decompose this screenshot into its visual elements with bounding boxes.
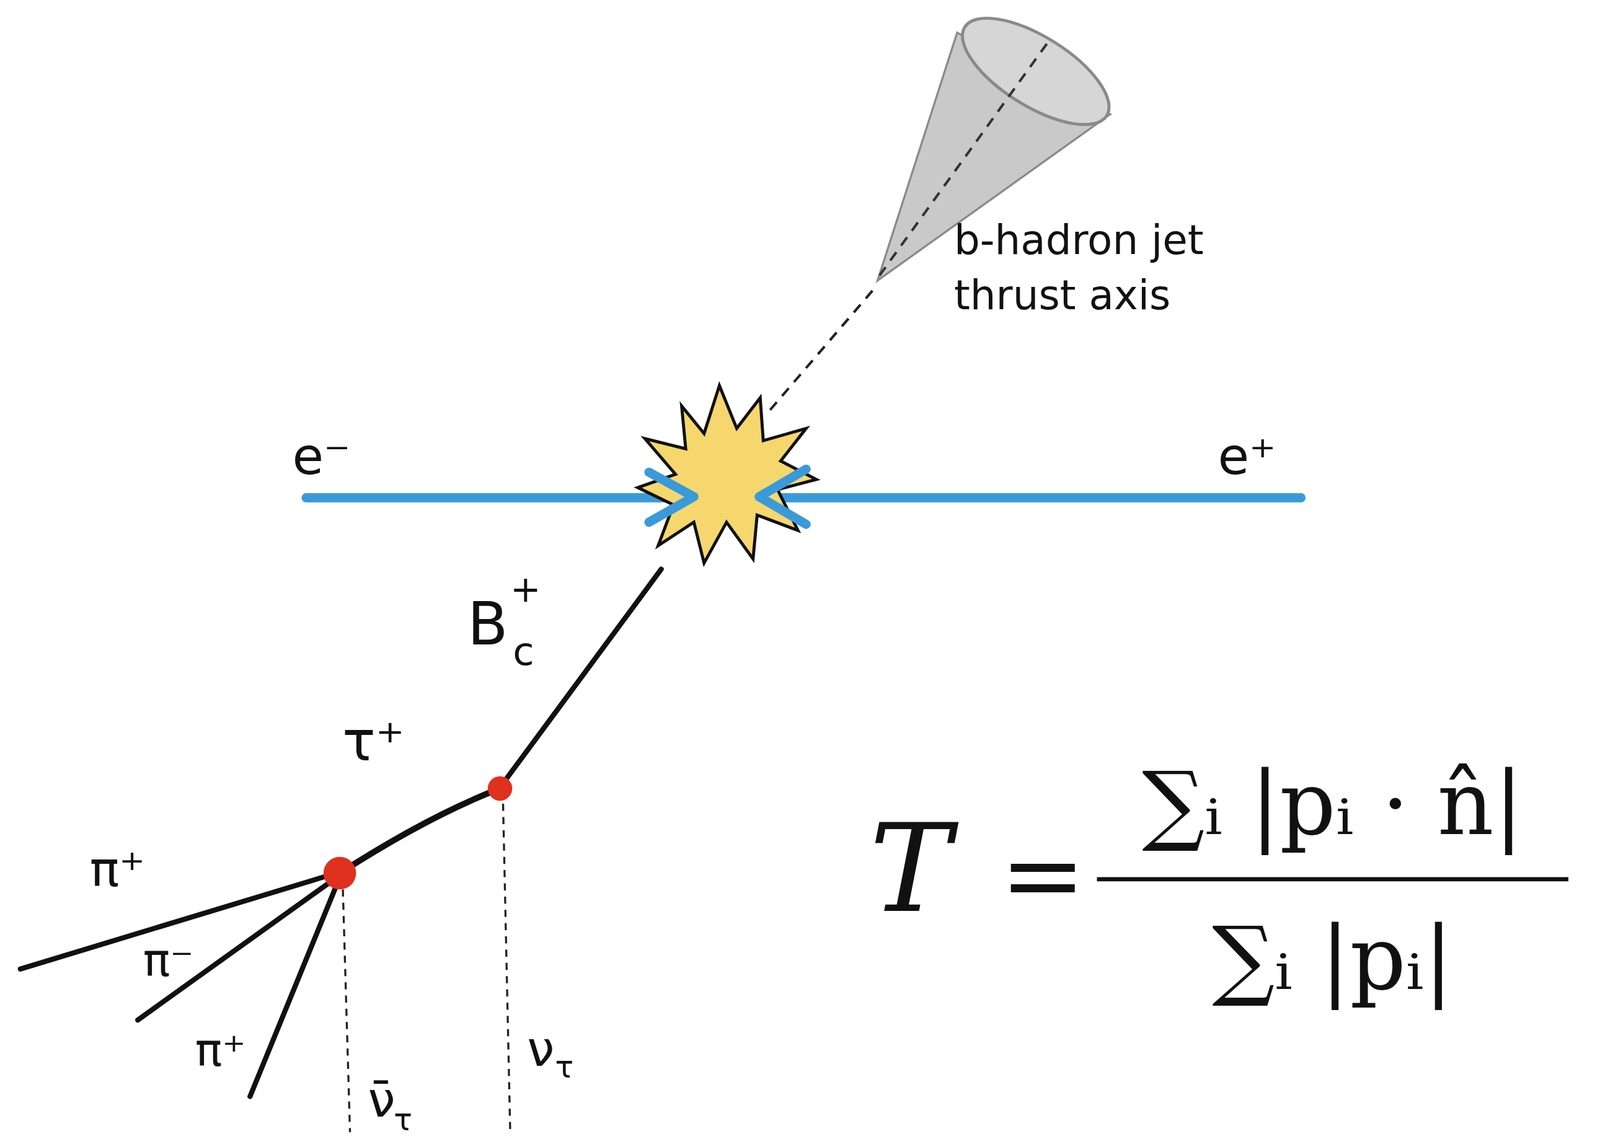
decay-vertex xyxy=(487,776,513,802)
particle-label: π⁺ xyxy=(89,843,146,896)
jet-cone-rim xyxy=(946,0,1126,146)
pion-track xyxy=(249,877,340,1098)
formula-numerator: ∑ᵢ |pᵢ · n̂| xyxy=(1141,758,1524,851)
particle-subscript: c xyxy=(512,632,534,674)
particle-label: π⁻ xyxy=(143,937,195,986)
fraction-bar xyxy=(1097,877,1569,883)
particle-label: π⁺ xyxy=(195,1027,247,1075)
decay-vertex xyxy=(323,857,357,891)
particle-label: e⁻ xyxy=(291,430,351,484)
particle-subscript: τ xyxy=(393,1104,413,1137)
formula-symbol: = xyxy=(999,822,1086,930)
particle-label: e⁺ xyxy=(1217,430,1276,484)
particle-charge: + xyxy=(510,570,542,609)
electron-beam-arrowhead xyxy=(649,472,694,523)
particle-subscript: τ xyxy=(554,1051,574,1084)
collision-star xyxy=(637,385,817,563)
formula-symbol: T xyxy=(869,805,951,934)
particle-label: τ⁺ xyxy=(342,714,405,772)
positron-beam-arrowhead xyxy=(759,469,807,525)
neutrino-line xyxy=(503,804,511,1133)
particle-label: ν̄ xyxy=(368,1074,396,1126)
annotation-label: b-hadron jet thrust axis xyxy=(954,212,1230,323)
thrust-axis-line xyxy=(767,290,873,414)
electron-beam xyxy=(306,493,686,503)
tau-track xyxy=(339,788,500,874)
bc-track xyxy=(500,569,662,788)
positron-beam xyxy=(763,493,1301,503)
formula-denominator: ∑ᵢ |pᵢ| xyxy=(1211,913,1454,1006)
particle-label: ν xyxy=(526,1023,555,1075)
particle-label: B xyxy=(467,593,509,656)
neutrino-line xyxy=(342,889,351,1133)
